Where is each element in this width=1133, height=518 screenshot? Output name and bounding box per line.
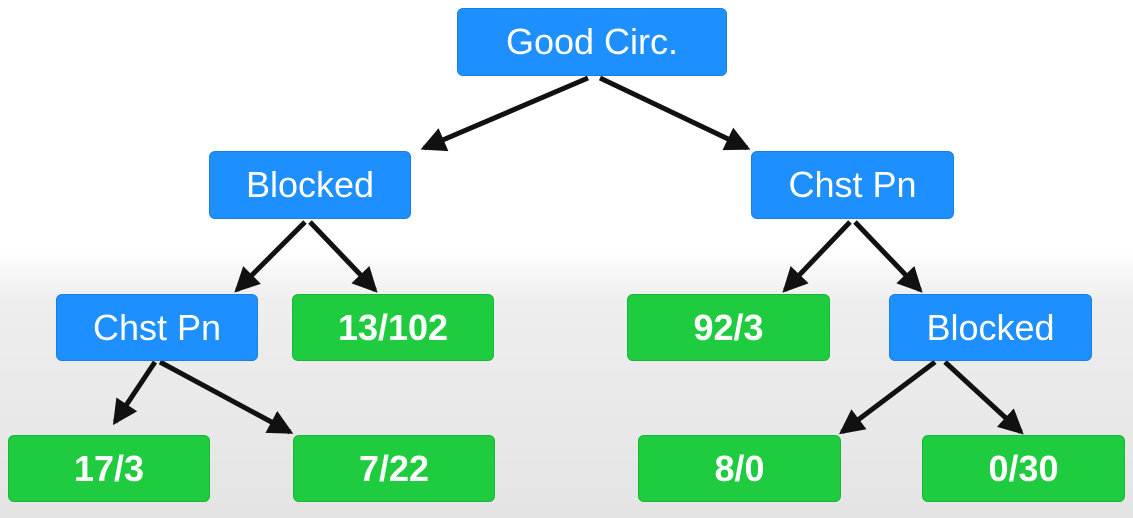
edge-root-to-blocked xyxy=(420,75,589,152)
leaf-8-0: 8/0 xyxy=(638,435,841,502)
node-blocked-right: Blocked xyxy=(889,294,1092,361)
root-node-good-circ: Good Circ. xyxy=(457,8,727,76)
edge-chst-pn-to-7-22 xyxy=(158,359,294,435)
leaf-13-102: 13/102 xyxy=(292,294,494,361)
edge-chst-pn-to-17-3 xyxy=(112,360,158,426)
edge-blocked-to-8-0 xyxy=(839,360,937,435)
edge-chst-pn-to-blocked xyxy=(853,220,923,293)
edge-blocked-to-chst-pn xyxy=(234,220,307,293)
leaf-17-3: 17/3 xyxy=(8,435,210,502)
leaf-7-22: 7/22 xyxy=(293,435,495,502)
node-chst-pn-left: Chst Pn xyxy=(56,294,258,361)
leaf-0-30: 0/30 xyxy=(922,435,1125,502)
edge-blocked-to-13-102 xyxy=(308,220,378,293)
leaf-92-3: 92/3 xyxy=(627,294,830,361)
node-blocked-left: Blocked xyxy=(209,151,411,219)
edge-chst-pn-to-92-3 xyxy=(782,220,852,293)
node-chst-pn-right: Chst Pn xyxy=(751,151,954,219)
edge-blocked-to-0-30 xyxy=(943,360,1024,435)
edge-root-to-chst-pn xyxy=(598,75,751,151)
